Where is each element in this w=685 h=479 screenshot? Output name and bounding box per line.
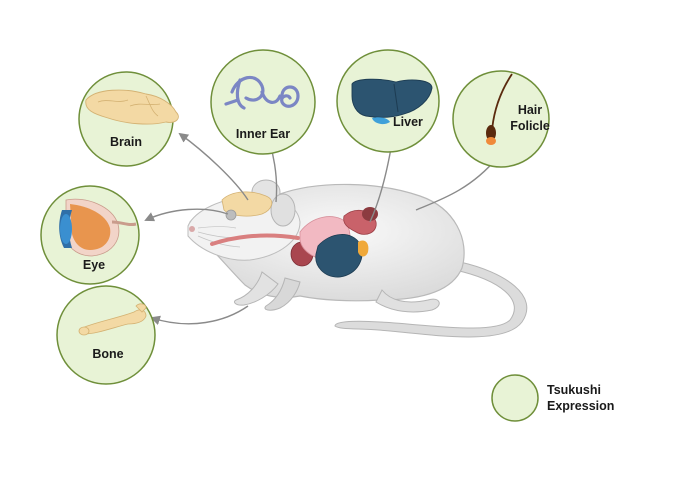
liver-icon	[351, 78, 433, 118]
legend-label-2: Expression	[547, 399, 614, 413]
brain-icon	[85, 89, 179, 125]
inner-ear-node: Inner Ear	[210, 49, 316, 155]
legend: Tsukushi Expression	[491, 374, 614, 422]
hair-follicle-label-1: Hair	[518, 103, 542, 117]
bone-icon	[78, 303, 147, 336]
bone-circle	[56, 285, 156, 385]
mouse-kidney	[362, 207, 378, 221]
arrow-brain	[178, 132, 249, 201]
brain-label: Brain	[110, 135, 142, 149]
eyeball-icon	[59, 198, 137, 257]
bone-label: Bone	[92, 347, 123, 361]
mouse-eye	[225, 209, 237, 221]
mouse-gallbladder	[358, 240, 369, 257]
mouse-front-leg-2	[264, 277, 301, 311]
eye-node: Eye	[40, 185, 140, 285]
mouse-tail	[334, 261, 528, 338]
arrow-eye	[144, 208, 229, 222]
hair-follicle-circle	[452, 70, 550, 168]
hair-follicle-node: Hair Folicle	[452, 70, 550, 168]
gallbladder-icon	[372, 117, 390, 125]
mouse-nose	[189, 226, 195, 232]
inner-ear-circle	[210, 49, 316, 155]
legend-label-1: Tsukushi	[547, 383, 601, 397]
mouse	[187, 179, 528, 338]
eye-label: Eye	[83, 258, 105, 272]
mouse-liver	[315, 234, 363, 278]
bone-node: Bone	[56, 285, 156, 385]
legend-swatch	[491, 374, 539, 422]
hair-follicle-icon	[491, 73, 513, 131]
mouse-ear-inner	[270, 193, 296, 227]
mouse-esophagus	[210, 233, 300, 246]
hair-follicle-label-2: Folicle	[510, 119, 550, 133]
mouse-hind-leg	[375, 289, 440, 313]
arrow-bone	[150, 305, 249, 326]
inner-ear-label: Inner Ear	[236, 127, 290, 141]
brain-node: Brain	[78, 71, 179, 167]
liver-node: Liver	[336, 49, 440, 153]
mouse-front-leg	[233, 271, 279, 306]
liver-label: Liver	[393, 115, 423, 129]
cochlea-icon	[224, 75, 300, 110]
arrow-hair	[415, 156, 499, 211]
